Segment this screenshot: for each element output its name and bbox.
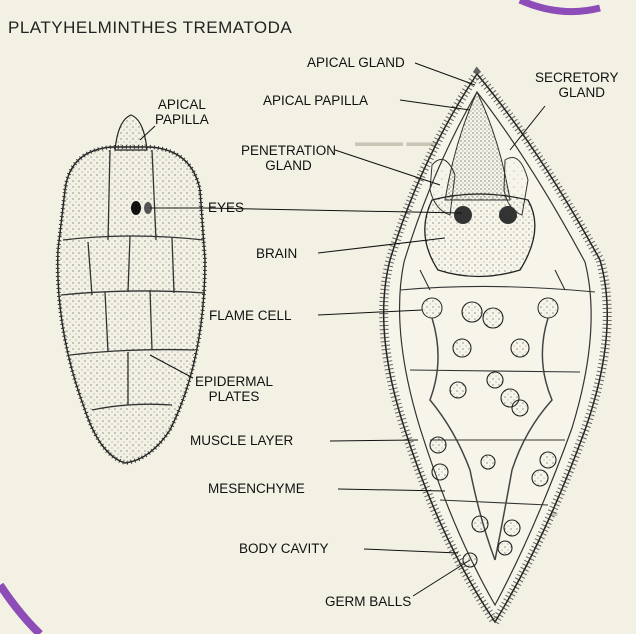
- leader-germ-balls: [413, 560, 470, 596]
- right-eye-right: [499, 206, 517, 224]
- label-apical-gland: APICAL GLAND: [307, 55, 405, 70]
- apical-papilla-left: [115, 115, 147, 150]
- label-epidermal-plates: EPIDERMAL PLATES: [195, 374, 273, 404]
- leader-muscle-layer: [330, 440, 418, 441]
- brain-drawing: [425, 194, 535, 277]
- left-body: [58, 147, 205, 463]
- label-brain: BRAIN: [256, 246, 297, 261]
- label-epidermal-plates-line2: PLATES: [195, 389, 273, 404]
- label-epidermal-plates-line1: EPIDERMAL: [195, 374, 273, 389]
- external-view: [58, 115, 205, 463]
- label-apical-papilla: APICAL PAPILLA: [263, 93, 368, 108]
- leader-body-cavity: [364, 549, 458, 553]
- flame-cell-left: [422, 298, 442, 318]
- left-eye: [131, 201, 141, 215]
- label-germ-balls: GERM BALLS: [325, 594, 411, 609]
- flame-cell-right: [538, 298, 558, 318]
- label-muscle-layer: MUSCLE LAYER: [190, 433, 293, 448]
- label-penetration-gland-line1: PENETRATION: [241, 143, 336, 158]
- label-flame-cell: FLAME CELL: [209, 308, 292, 323]
- label-penetration-gland: PENETRATION GLAND: [241, 143, 336, 173]
- label-penetration-gland-line2: GLAND: [241, 158, 336, 173]
- right-eye-left: [454, 206, 472, 224]
- internal-view: [384, 74, 608, 622]
- label-secretory-gland: SECRETORY GLAND: [535, 70, 619, 100]
- figure-title: PLATYHELMINTHES TREMATODA: [8, 18, 292, 38]
- label-apical-papilla-left: APICAL PAPILLA: [155, 97, 209, 127]
- label-eyes: EYES: [208, 200, 244, 215]
- label-apical-papilla-left-line2: PAPILLA: [155, 112, 209, 127]
- label-secretory-gland-line2: GLAND: [535, 85, 619, 100]
- label-apical-papilla-left-line1: APICAL: [155, 97, 209, 112]
- label-secretory-gland-line1: SECRETORY: [535, 70, 619, 85]
- label-body-cavity: BODY CAVITY: [239, 541, 329, 556]
- leader-apical-gland: [415, 63, 475, 85]
- label-mesenchyme: MESENCHYME: [208, 481, 305, 496]
